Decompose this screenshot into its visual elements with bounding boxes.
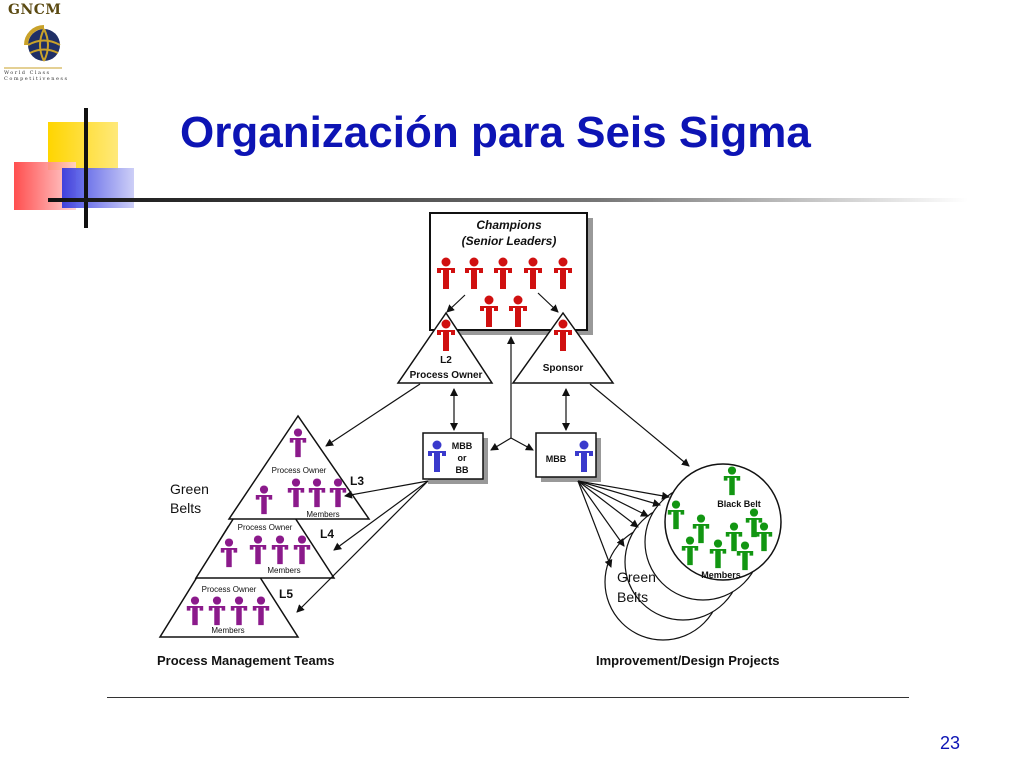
champions-title: Champions bbox=[476, 218, 542, 232]
arrow-champions-to-sponsor bbox=[537, 292, 559, 313]
arrow-bb-to-l3 bbox=[344, 480, 429, 499]
arrow-mbb-to-project-6 bbox=[577, 480, 613, 568]
l2-level: L2 bbox=[440, 355, 452, 366]
arrow-mbb-to-project-4 bbox=[577, 480, 639, 528]
mbb-bb-line1: MBB bbox=[452, 441, 473, 451]
page-number: 23 bbox=[940, 733, 961, 753]
title-decoration bbox=[14, 108, 968, 228]
green-belts-left-line1: Green bbox=[170, 481, 209, 497]
connector-arrows bbox=[296, 292, 690, 613]
arrow-mbb-to-project-1 bbox=[577, 480, 670, 500]
globe-logo-icon bbox=[4, 25, 62, 69]
green-belts-left-line2: Belts bbox=[170, 500, 201, 516]
mbb-bb-line2: or bbox=[458, 453, 467, 463]
mbb-label: MBB bbox=[546, 454, 567, 464]
logo-tagline-2: Competitiveness bbox=[4, 76, 69, 82]
l3-members: Members bbox=[306, 510, 339, 519]
logo-tagline-1: World Class bbox=[4, 70, 51, 76]
mbb-box: MBB bbox=[535, 432, 601, 482]
mbb-bb-box: MBB or BB bbox=[422, 432, 488, 484]
l4-level: L4 bbox=[320, 527, 334, 541]
green-belts-right-line1: Green bbox=[617, 569, 656, 585]
project-circle-1 bbox=[664, 463, 782, 581]
champions-subtitle: (Senior Leaders) bbox=[462, 234, 557, 248]
projects-caption: Improvement/Design Projects bbox=[596, 653, 780, 668]
champions-box: Champions (Senior Leaders) bbox=[429, 212, 593, 335]
arrow-mbb-to-project-2 bbox=[577, 480, 661, 507]
slide-title: Organización para Seis Sigma bbox=[180, 108, 811, 157]
black-belt-label: Black Belt bbox=[717, 499, 761, 509]
arrow-mbb-to-project-3 bbox=[577, 480, 649, 517]
green-belts-right-line2: Belts bbox=[617, 589, 648, 605]
arrow-center-to-mbb-bb bbox=[490, 437, 512, 451]
arrow-center-to-mbb bbox=[510, 437, 534, 451]
l2-label: Process Owner bbox=[410, 370, 483, 381]
l3-owner: Process Owner bbox=[272, 466, 327, 475]
sponsor-label: Sponsor bbox=[543, 363, 584, 374]
process-teams-caption: Process Management Teams bbox=[157, 653, 335, 668]
arrow-bb-to-l4 bbox=[333, 480, 429, 551]
l5-members: Members bbox=[211, 626, 244, 635]
arrow-champions-to-l2 bbox=[446, 294, 466, 313]
vertical-rule bbox=[84, 108, 88, 228]
l4-members: Members bbox=[267, 566, 300, 575]
arrow-l2-to-l3 bbox=[325, 383, 421, 447]
l3-level: L3 bbox=[350, 474, 364, 488]
l4-owner: Process Owner bbox=[238, 523, 293, 532]
logo-tagline: World Class Competitiveness bbox=[4, 70, 69, 82]
logo-name: GNCM bbox=[8, 2, 62, 18]
bottom-rule bbox=[107, 697, 909, 698]
l5-level: L5 bbox=[279, 587, 293, 601]
arrow-sponsor-to-projects bbox=[589, 383, 690, 467]
arrow-bb-to-l5 bbox=[296, 480, 429, 613]
l5-owner: Process Owner bbox=[202, 585, 257, 594]
title-rule bbox=[48, 198, 968, 202]
project-members-label: Members bbox=[701, 570, 741, 580]
gncm-logo: GNCM World Class Competitiveness bbox=[0, 0, 70, 88]
mbb-bb-line3: BB bbox=[456, 465, 469, 475]
arrow-mbb-to-project-5 bbox=[577, 480, 625, 547]
